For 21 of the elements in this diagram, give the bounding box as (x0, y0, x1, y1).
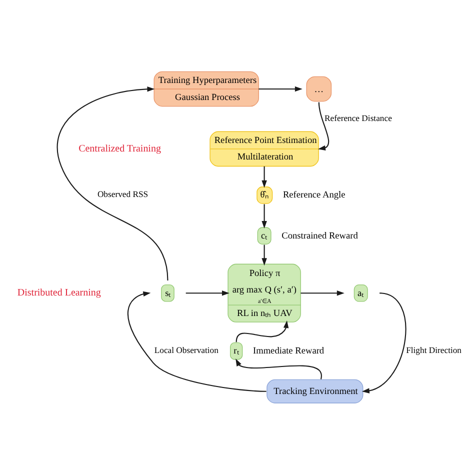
edge-label: Observed RSS (97, 188, 148, 199)
arrow (186, 290, 230, 296)
label: Distributed Learning (17, 286, 101, 298)
arrow (318, 102, 330, 150)
arrow (56, 86, 168, 280)
arrow (362, 292, 406, 393)
edge-label: Flight Direction (406, 344, 462, 354)
label: Centralized Training (78, 142, 161, 154)
arrow (236, 358, 322, 379)
node-label: Reference Angle (282, 190, 346, 200)
arrow (300, 290, 344, 296)
arrow (262, 166, 267, 188)
arrow (128, 290, 266, 392)
edge-label: Reference Distance (324, 112, 392, 123)
node-label: Immediate Reward (252, 346, 324, 356)
node-label: Constrained Reward (282, 230, 358, 241)
arrow (258, 86, 302, 92)
arrow (262, 244, 267, 266)
edge-label: Local Observation (154, 344, 218, 354)
arrow (262, 204, 267, 228)
arrow (236, 320, 289, 342)
